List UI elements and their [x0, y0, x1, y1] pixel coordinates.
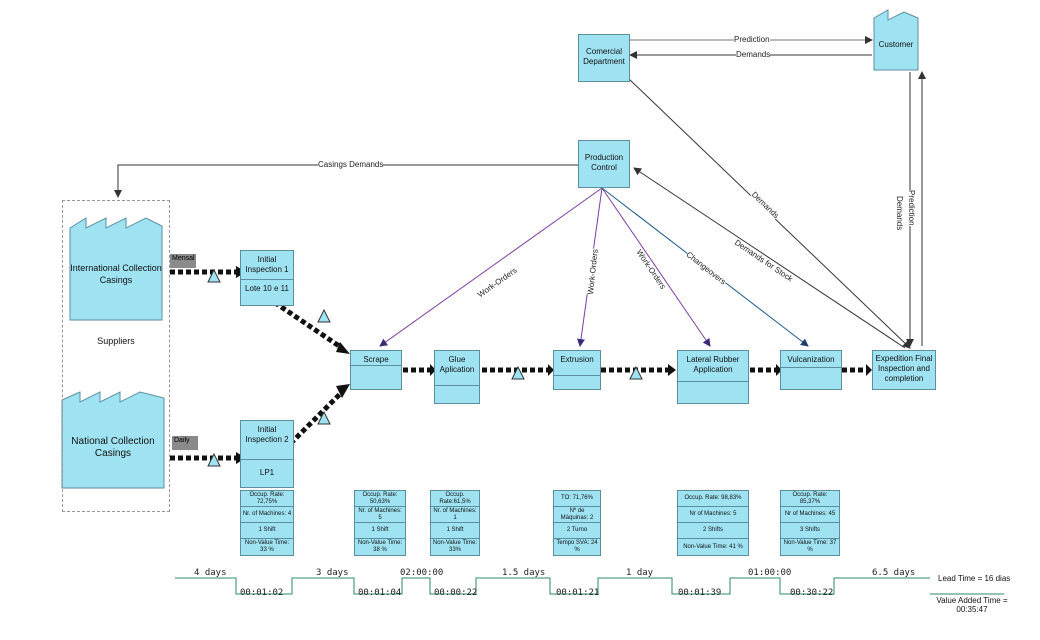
ii1-sub: Lote 10 e 11 [245, 284, 289, 293]
databox-glue-shifts: 1 Shift [431, 523, 479, 539]
casings-demands-arrow [114, 164, 582, 198]
databox-glue-occupation: Occup. Rate:61,5% [431, 491, 479, 507]
timeline-line [175, 577, 930, 595]
databox-lateral-machines: Nr of Machines: 5 [678, 507, 748, 523]
extrusion-process: Extrusion [553, 350, 601, 390]
ii1-title: Initial Inspection 1 [241, 251, 293, 280]
prediction-label-vertical: Prediction [907, 190, 916, 226]
databox-extrusion: TO: 71,76% Nº de Máquinas: 2 2 Turno Tem… [553, 490, 601, 556]
databox-lateral-nonvalue: Non-Value Time: 41 % [683, 543, 743, 550]
databox-extrusion-occupation: TO: 71,76% [554, 491, 600, 507]
databox-scrape-machines: Nr. of Machines: 5 [355, 507, 405, 523]
demands-label-top: Demands [736, 50, 771, 59]
inventory-triangles [207, 268, 643, 467]
vulcanization-process: Vulcanization [780, 350, 842, 390]
lateral-rubber-process: Lateral Rubber Application [677, 350, 749, 404]
ii2-title: Initial Inspection 2 [241, 421, 293, 460]
databox-ii-shifts: 1 Shift [241, 523, 293, 539]
production-control: Production Control [578, 140, 630, 188]
databox-extrusion-shifts: 2 Turno [554, 523, 600, 539]
wait-3: 1.5 days [502, 568, 546, 578]
daily-truck-label: Daily [174, 437, 190, 444]
demands-for-stock-arrow [633, 167, 906, 349]
databox-extrusion-nonvalue: Tempo SVA: 24 % [556, 540, 598, 553]
scrape-process: Scrape [350, 350, 402, 390]
databox-vulcanization-machines: Nr of Machines: 45 [781, 507, 839, 523]
databox-ii-occupation: Occup. Rate: 72,75% [241, 491, 293, 507]
glue-process: Glue Aplication [434, 350, 480, 404]
wait-4: 1 day [626, 568, 654, 578]
initial-inspection-1: Initial Inspection 1 Lote 10 e 11 [240, 250, 294, 306]
suppliers-label: Suppliers [97, 336, 135, 346]
databox-initial-inspection: Occup. Rate: 72,75% Nr. of Machines: 4 1… [240, 490, 294, 556]
prediction-label-top: Prediction [734, 35, 770, 44]
databox-lateral-occupation: Occup. Rate: 98,83% [678, 491, 748, 507]
wait-hms-1: 02:00:00 [400, 568, 444, 578]
process-time-3: 00:00:22 [434, 588, 478, 598]
wait-1: 4 days [194, 568, 227, 578]
process-time-1: 00:01:02 [240, 588, 284, 598]
casings-demands-label: Casings Demands [318, 160, 384, 169]
value-added-time: Value Added Time = 00:35:47 [936, 596, 1008, 614]
databox-ii-machines: Nr. of Machines: 4 [241, 507, 293, 523]
databox-glue-nonvalue: Non-Value Time: 33% [432, 540, 478, 553]
work-order-to-lateral [601, 187, 711, 347]
suppliers-frame [62, 200, 170, 512]
databox-scrape-shifts: 1 Shift [355, 523, 405, 539]
databox-glue-machines: Nr. of Machines: 1 [431, 507, 479, 523]
wait-5: 6.5 days [872, 568, 916, 578]
customer-factory-icon [873, 9, 919, 71]
customer-label: Customer [878, 40, 914, 49]
databox-scrape-nonvalue: Non-Value Time: 38 % [357, 540, 403, 553]
commercial-department: Comercial Department [578, 34, 630, 82]
databox-lateral: Occup. Rate: 98,83% Nr of Machines: 5 2 … [677, 490, 749, 556]
international-factory-icon [69, 217, 163, 321]
ii2-sub: LP1 [259, 468, 275, 477]
monthly-truck-label: Mensal [172, 255, 195, 262]
national-supplier-label: National Collection Casings [71, 436, 155, 459]
process-time-4: 00:01:21 [556, 588, 600, 598]
commercial-label: Comercial Department [583, 47, 625, 66]
databox-vulcanization-occupation: Occup. Rate: 85,37% [781, 491, 839, 507]
vulcanization-label: Vulcanization [781, 351, 841, 368]
work-order-to-scrape [379, 187, 603, 347]
international-supplier-label: International Collection Casings [70, 263, 162, 285]
databox-scrape: Occup. Rate: 50,63% Nr. of Machines: 5 1… [354, 490, 406, 556]
lateral-label: Lateral Rubber Application [678, 351, 748, 382]
process-time-5: 00:01:39 [678, 588, 722, 598]
databox-ii-nonvalue: Non-Value Time: 33 % [244, 540, 290, 553]
scrape-label: Scrape [351, 351, 401, 366]
glue-label: Glue Aplication [435, 351, 479, 386]
databox-vulcanization-nonvalue: Non-Value Time: 37 % [783, 540, 837, 553]
databox-vulcanization: Occup. Rate: 85,37% Nr of Machines: 45 3… [780, 490, 840, 556]
initial-inspection-2: Initial Inspection 2 LP1 [240, 420, 294, 488]
national-factory-icon [61, 391, 165, 489]
demands-label-vertical: Demands [895, 196, 904, 231]
extrusion-label: Extrusion [554, 351, 600, 376]
wait-2: 3 days [316, 568, 349, 578]
databox-glue: Occup. Rate:61,5% Nr. of Machines: 1 1 S… [430, 490, 480, 556]
lead-time: Lead Time = 16 dias [938, 574, 1011, 583]
wait-hms-2: 01:00:00 [748, 568, 792, 578]
databox-lateral-shifts: 2 Shifts [678, 523, 748, 539]
production-control-label: Production Control [584, 153, 624, 172]
expedition-label: Expedition Final Inspection and completi… [875, 354, 933, 383]
process-time-6: 00:30:22 [790, 588, 834, 598]
expedition-process: Expedition Final Inspection and completi… [872, 350, 936, 390]
process-time-2: 00:01:04 [358, 588, 402, 598]
databox-extrusion-machines: Nº de Máquinas: 2 [554, 507, 600, 523]
databox-vulcanization-shifts: 3 Shifts [781, 523, 839, 539]
databox-scrape-occupation: Occup. Rate: 50,63% [355, 491, 405, 507]
